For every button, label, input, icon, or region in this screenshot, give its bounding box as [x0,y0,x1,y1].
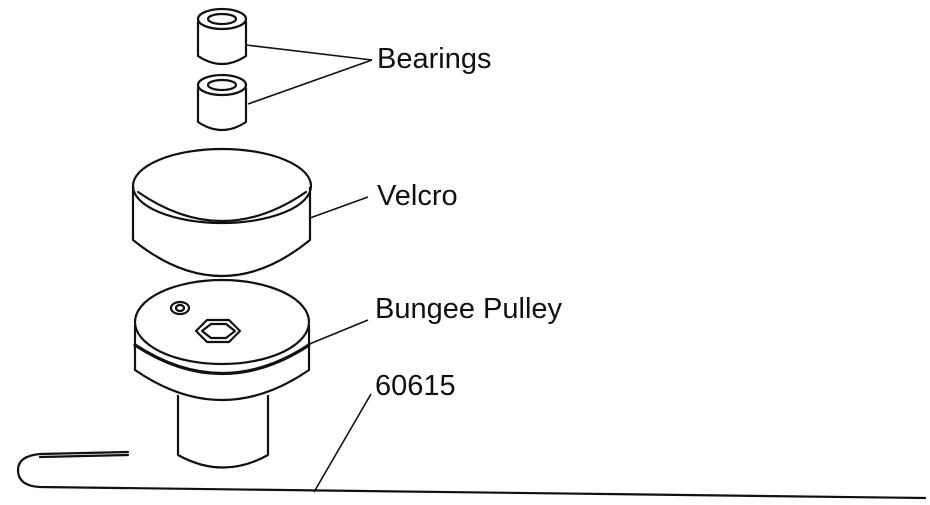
label-velcro: Velcro [377,180,458,212]
bearing-bottom [196,73,248,132]
leader-lines [245,44,373,493]
bearing-top [196,7,248,66]
velcro-band [131,147,313,277]
rod-60615 [16,450,927,500]
label-part-number: 60615 [375,370,456,402]
label-bungee-pulley: Bungee Pulley [375,293,563,325]
bungee-pulley-body [133,278,311,401]
label-bearings: Bearings [377,43,492,75]
pulley-shaft [176,395,270,469]
